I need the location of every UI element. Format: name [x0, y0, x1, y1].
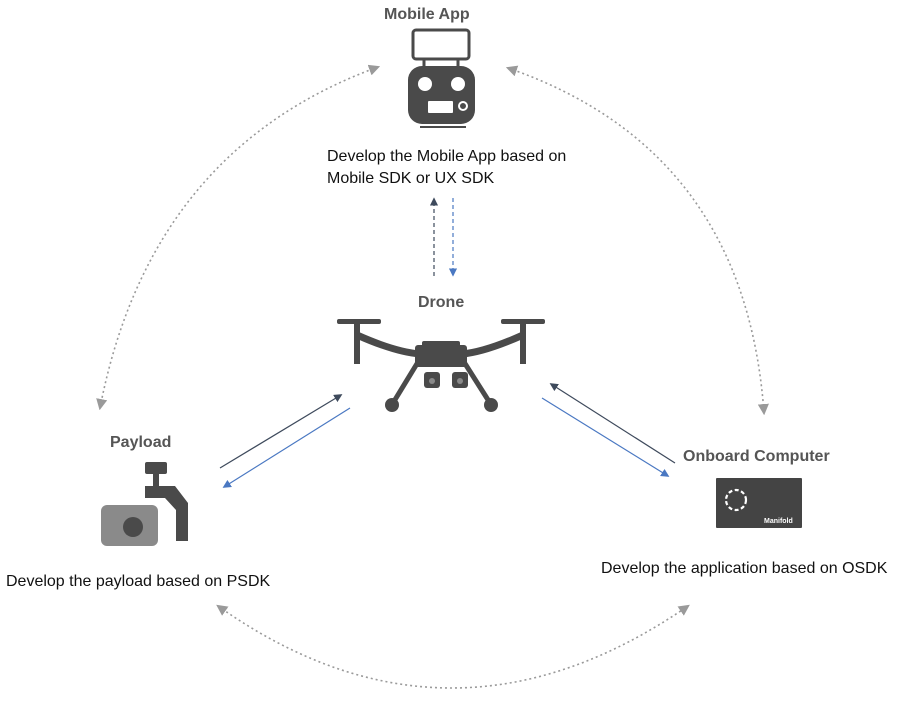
dotted-link-mobile-payload — [96, 64, 381, 411]
mobile-app-title: Mobile App — [384, 6, 470, 23]
payload-title: Payload — [110, 434, 172, 451]
mobile-app-description: Develop the Mobile App based on Mobile S… — [327, 148, 567, 187]
arrow-drone-to-payload — [222, 407, 351, 488]
manifold-device-label: Manifold — [764, 518, 793, 525]
payload-description: Develop the payload based on PSDK — [6, 573, 271, 590]
gimbal-camera-icon — [101, 462, 188, 546]
arrow-payload-to-drone — [219, 394, 343, 469]
dotted-link-mobile-onboard — [505, 65, 769, 416]
dotted-link-payload-onboard — [216, 604, 690, 689]
drone-icon — [337, 319, 545, 412]
arrow-onboard-to-drone — [549, 383, 676, 464]
arrow-drone-to-onboard — [541, 397, 670, 477]
remote-controller-icon — [408, 28, 475, 128]
drone-title: Drone — [418, 294, 465, 311]
manifold-computer-icon: Manifold — [716, 478, 802, 528]
onboard-computer-description: Develop the application based on OSDK — [601, 560, 888, 577]
onboard-computer-title: Onboard Computer — [683, 448, 830, 465]
